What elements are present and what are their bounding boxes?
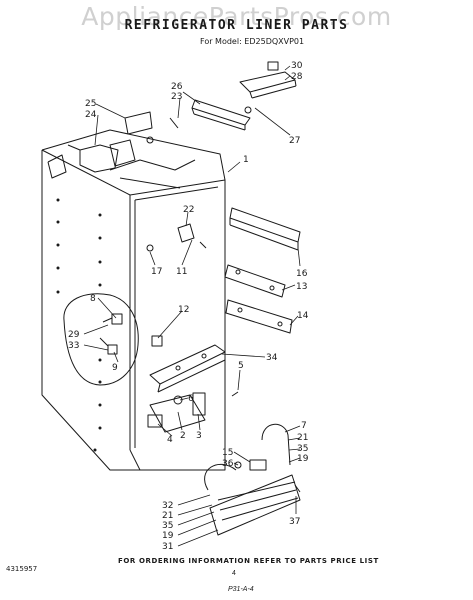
diagram-title: REFRIGERATOR LINER PARTS [124, 18, 349, 33]
part-bracket-12 [151, 335, 163, 347]
callout-26: 26 [171, 82, 183, 92]
callout-14: 14 [297, 311, 309, 321]
leader-lines [83, 65, 301, 547]
callout-8: 8 [90, 294, 96, 304]
part-shelf-support-14 [225, 299, 293, 334]
part-crisper-rail-34 [149, 344, 226, 393]
callout-36: 36 [222, 459, 234, 469]
part-wire-harness [234, 423, 291, 471]
callout-32: 32 [162, 501, 173, 511]
light-housing-cutout [63, 293, 139, 386]
callout-19-lower: 19 [162, 531, 174, 541]
callout-13: 13 [296, 282, 307, 292]
callout-11: 11 [176, 267, 187, 277]
callout-3: 3 [196, 431, 202, 441]
callout-16: 16 [296, 269, 308, 279]
part-crisper-cover [204, 464, 301, 536]
mounting-holes [56, 198, 102, 452]
callout-35: 35 [297, 444, 308, 454]
callout-30: 30 [291, 61, 303, 71]
callout-9: 9 [112, 363, 118, 373]
callout-25: 25 [85, 99, 96, 109]
watermark: AppliancePartsPros.com [81, 2, 392, 31]
ordering-note: FOR ORDERING INFORMATION REFER TO PARTS … [118, 557, 379, 565]
callout-2: 2 [180, 431, 186, 441]
part-lower-assembly [147, 391, 239, 433]
callout-6: 6 [188, 394, 194, 404]
part-clips [146, 223, 207, 252]
callout-12: 12 [178, 305, 189, 315]
callout-29: 29 [68, 330, 80, 340]
part-top-rail [169, 99, 251, 131]
callout-34: 34 [266, 353, 278, 363]
callout-23: 23 [171, 92, 182, 102]
callout-1: 1 [243, 155, 249, 165]
callout-24: 24 [85, 110, 97, 120]
callout-5: 5 [238, 361, 244, 371]
callout-37: 37 [289, 517, 300, 527]
callout-33: 33 [68, 341, 79, 351]
callout-19: 19 [297, 454, 309, 464]
callout-28: 28 [291, 72, 303, 82]
callout-21-lower: 21 [162, 511, 173, 521]
model-line: For Model: ED25DQXVP01 [200, 37, 305, 46]
callout-7: 7 [301, 421, 307, 431]
refrigerator-liner [41, 129, 226, 471]
page-code: P31-A-4 [228, 586, 254, 593]
part-shelf-rail-16 [229, 207, 301, 251]
callout-17: 17 [151, 267, 162, 277]
part-shelf-support-13 [224, 264, 286, 298]
part-control-housing [67, 111, 154, 173]
callout-35-lower: 35 [162, 521, 173, 531]
document-number: 4315957 [6, 565, 38, 573]
callout-4: 4 [167, 435, 173, 445]
callout-31: 31 [162, 542, 173, 552]
callout-15: 15 [222, 448, 233, 458]
callout-22: 22 [183, 205, 194, 215]
page-number: 4 [232, 570, 236, 577]
callout-21: 21 [297, 433, 308, 443]
callout-27: 27 [289, 136, 300, 146]
part-bracket-top [239, 61, 297, 114]
